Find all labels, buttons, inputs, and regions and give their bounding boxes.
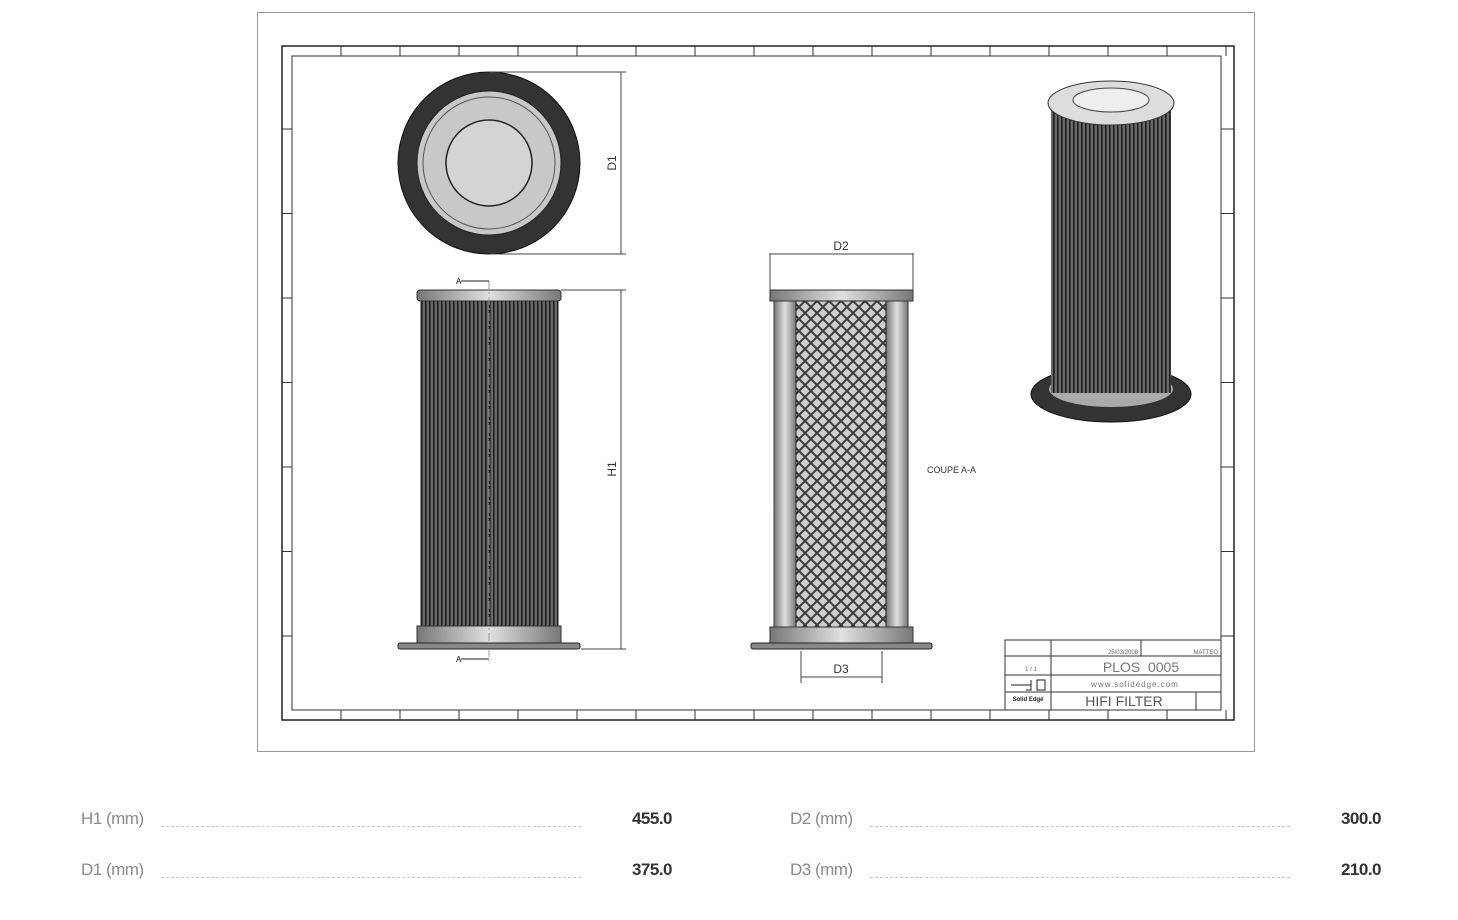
spec-row-d2: D2 (mm) 300.0 [790,804,1382,834]
spec-label: D1 (mm) [81,860,144,879]
title-date: 25/03/2008 [1108,650,1139,656]
technical-drawing: A A D1 H1 D2 D3 COUPE A-A 25/03/2008 MAT… [257,12,1255,752]
isometric-view [1030,80,1192,423]
spec-label: D3 (mm) [790,860,853,879]
spec-value: 375.0 [631,860,673,879]
section-mark-bottom: A [456,655,462,664]
dim-d1-label: D1 [605,155,619,171]
spec-label: D2 (mm) [790,809,853,828]
dim-d3-label: D3 [833,662,849,676]
spec-row-d1: D1 (mm) 375.0 [81,855,673,885]
title-block [1004,639,1222,711]
spec-leader [870,876,1290,878]
spec-value: 210.0 [1340,860,1382,879]
section-mark-top: A [456,277,462,286]
dimension-lines [489,71,914,683]
title-name: HIFI FILTER [1085,693,1163,709]
front-view: A A [397,277,581,664]
spec-row-h1: H1 (mm) 455.0 [81,804,673,834]
spec-value: 300.0 [1340,809,1382,828]
spec-value: 455.0 [631,809,673,828]
top-view [397,71,581,255]
section-label: COUPE A-A [927,465,976,475]
section-view [750,289,933,650]
spec-leader [870,825,1290,827]
dim-d2-label: D2 [833,239,849,253]
spec-label: H1 (mm) [81,809,144,828]
dim-h1-label: H1 [605,461,619,477]
title-scale: 1 / 1 [1025,667,1037,673]
title-drawing-number: PLOS_0005 [1103,659,1179,675]
spec-leader [161,825,581,827]
title-software: Solid Edge [1012,697,1044,703]
spec-row-d3: D3 (mm) 210.0 [790,855,1382,885]
spec-leader [161,876,581,878]
title-website: www.solidedge.com [1090,680,1179,689]
title-author: MATTEO [1193,650,1218,656]
